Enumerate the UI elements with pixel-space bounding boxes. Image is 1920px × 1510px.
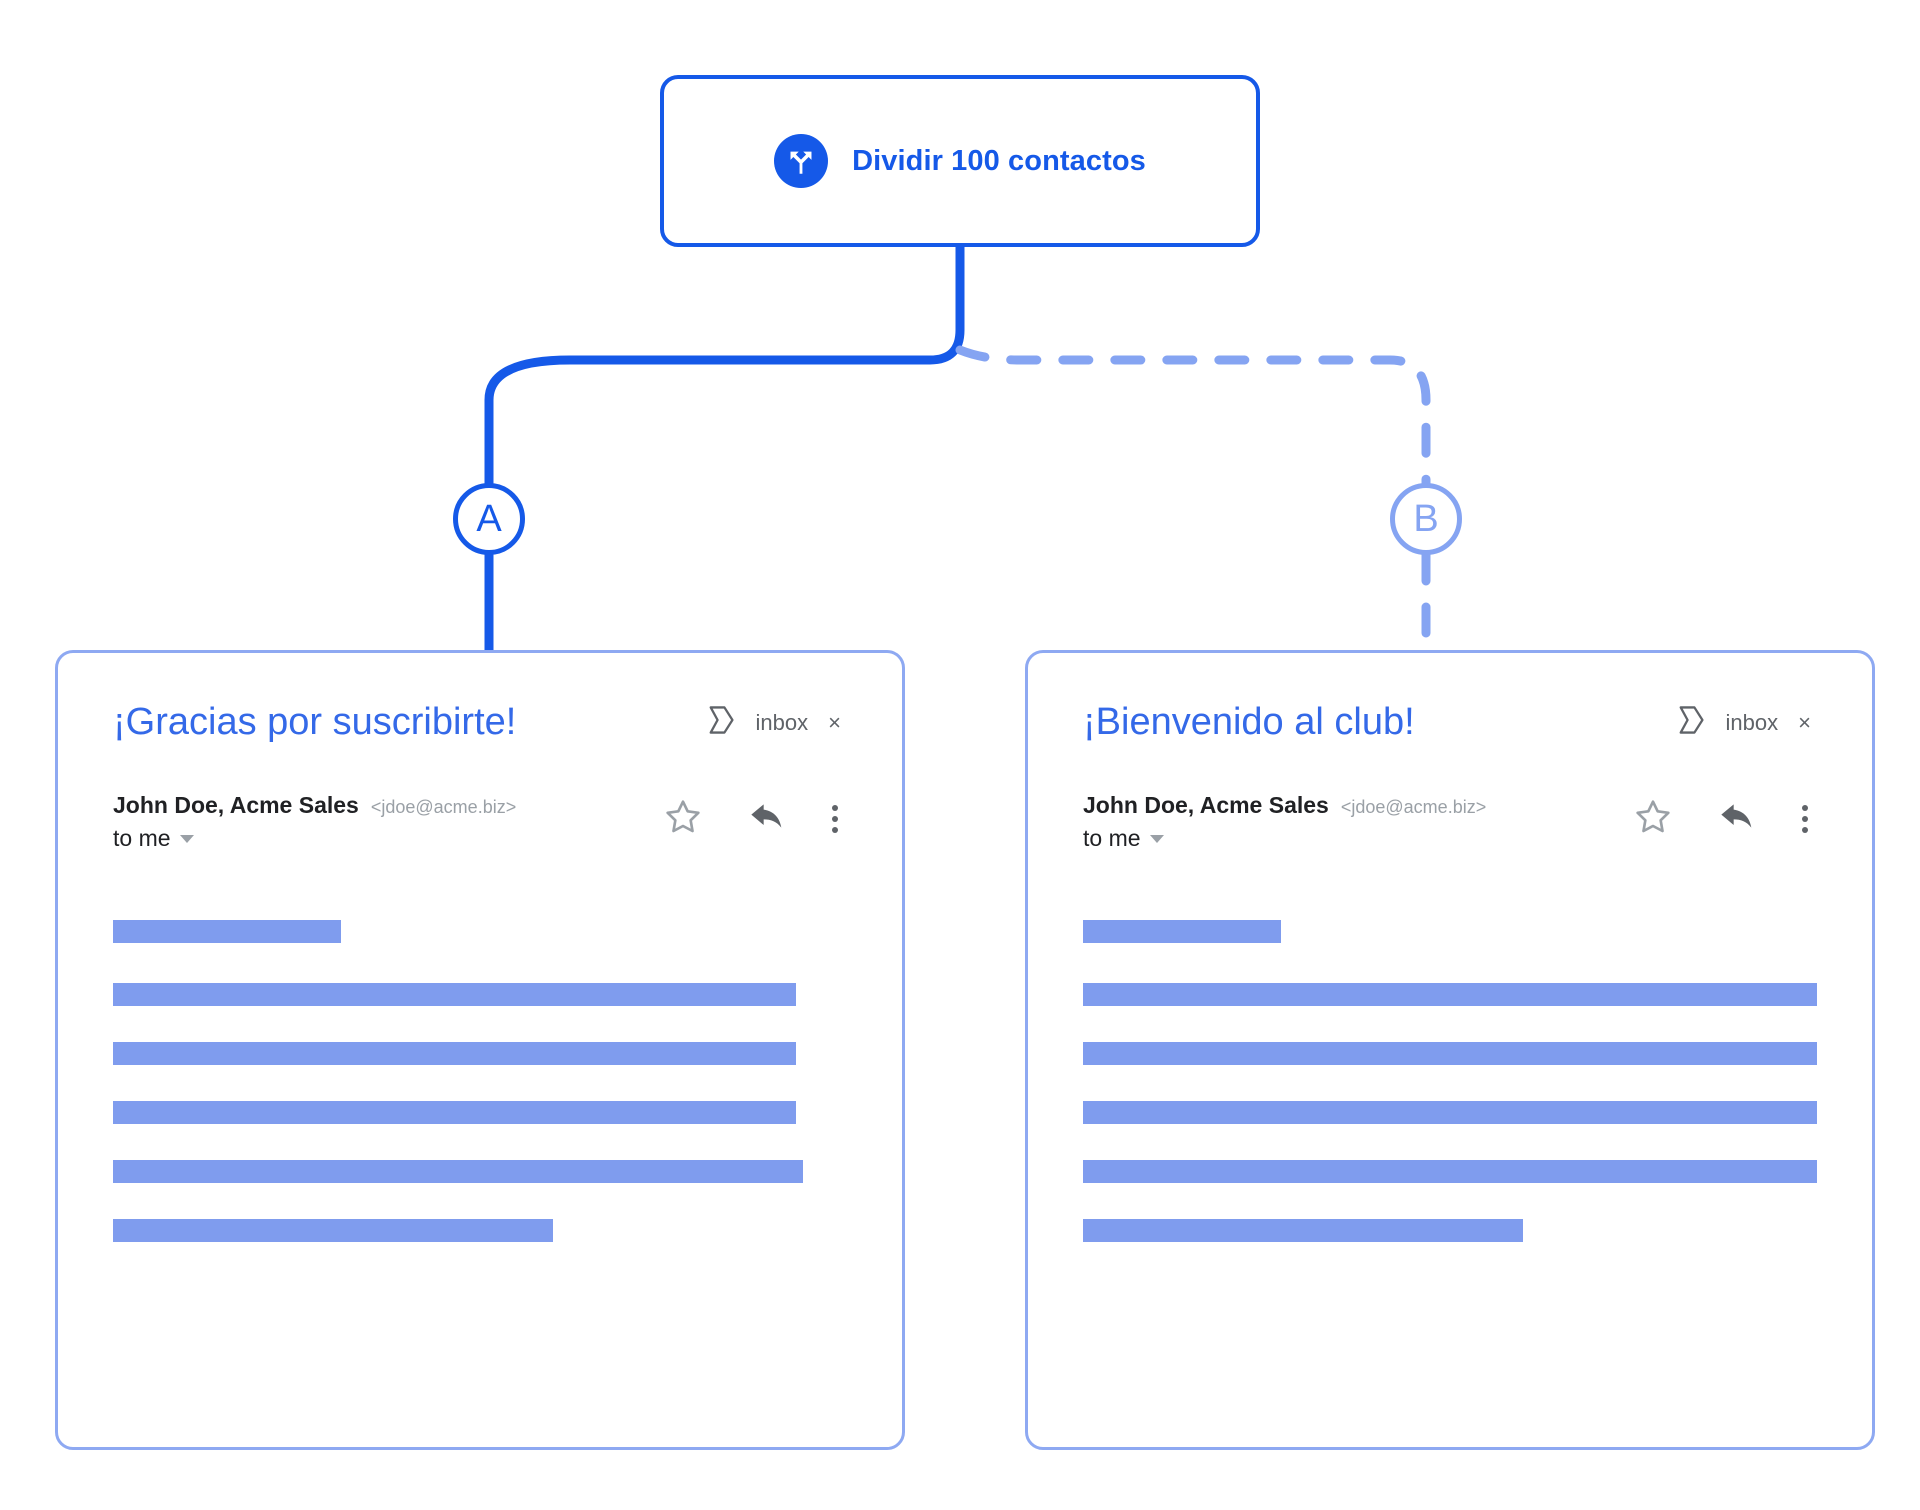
body-bar bbox=[1083, 920, 1282, 943]
card-header-row: ¡Bienvenido al club! inbox × bbox=[1083, 701, 1817, 744]
sender-name: John Doe, Acme Sales bbox=[1083, 792, 1329, 818]
body-bar bbox=[1083, 1219, 1524, 1242]
branch-badge-a[interactable]: A bbox=[453, 483, 525, 555]
sender-email: <jdoe@acme.biz> bbox=[370, 797, 517, 817]
sender-email: <jdoe@acme.biz> bbox=[1340, 797, 1487, 817]
body-bar bbox=[113, 1160, 803, 1183]
recipient-label: to me bbox=[1083, 825, 1141, 851]
split-node-label: Dividir 100 contactos bbox=[852, 144, 1146, 177]
email-card-b[interactable]: ¡Bienvenido al club! inbox × John Doe, A… bbox=[1025, 650, 1875, 1450]
sender-row: John Doe, Acme Sales <jdoe@acme.biz> to … bbox=[1083, 792, 1817, 852]
email-body-placeholder-a bbox=[113, 920, 847, 1242]
inbox-label-group[interactable]: inbox × bbox=[706, 704, 847, 741]
chevron-down-icon[interactable] bbox=[179, 834, 194, 843]
inbox-label-icon bbox=[706, 704, 736, 741]
body-bar bbox=[1083, 1101, 1817, 1124]
inbox-label-text: inbox bbox=[1725, 709, 1779, 735]
branch-badge-b[interactable]: B bbox=[1390, 483, 1462, 555]
body-bar bbox=[113, 920, 341, 943]
email-body-placeholder-b bbox=[1083, 920, 1817, 1242]
reply-icon[interactable] bbox=[1717, 796, 1757, 841]
chevron-down-icon[interactable] bbox=[1149, 834, 1164, 843]
split-branch-icon bbox=[774, 134, 829, 188]
card-header-row: ¡Gracias por suscribirte! inbox × bbox=[113, 701, 847, 744]
inbox-label-group[interactable]: inbox × bbox=[1676, 704, 1817, 741]
body-bar bbox=[1083, 983, 1817, 1006]
sender-row: John Doe, Acme Sales <jdoe@acme.biz> to … bbox=[113, 792, 847, 852]
recipient-row[interactable]: to me bbox=[1083, 825, 1486, 852]
message-actions bbox=[1633, 792, 1817, 841]
body-bar bbox=[113, 1101, 796, 1124]
recipient-row[interactable]: to me bbox=[113, 825, 516, 852]
inbox-label-icon bbox=[1676, 704, 1706, 741]
recipient-label: to me bbox=[113, 825, 171, 851]
sender-line: John Doe, Acme Sales <jdoe@acme.biz> bbox=[113, 792, 516, 819]
body-bar bbox=[113, 1042, 796, 1065]
email-subject: ¡Gracias por suscribirte! bbox=[113, 701, 517, 743]
connector-branch-b bbox=[955, 345, 1431, 488]
message-actions bbox=[663, 792, 847, 841]
body-bar bbox=[113, 1219, 554, 1242]
body-bar bbox=[1083, 1160, 1817, 1183]
star-icon[interactable] bbox=[1633, 796, 1673, 841]
sender-name: John Doe, Acme Sales bbox=[113, 792, 359, 818]
inbox-label-text: inbox bbox=[755, 709, 809, 735]
split-node[interactable]: Dividir 100 contactos bbox=[660, 75, 1260, 247]
more-options-icon[interactable] bbox=[831, 804, 839, 833]
sender-block: John Doe, Acme Sales <jdoe@acme.biz> to … bbox=[113, 792, 516, 852]
connector-branch-a bbox=[484, 242, 965, 488]
close-icon[interactable]: × bbox=[828, 709, 841, 735]
branch-badge-a-label: A bbox=[476, 498, 502, 540]
star-icon[interactable] bbox=[663, 796, 703, 841]
reply-icon[interactable] bbox=[747, 796, 787, 841]
email-subject: ¡Bienvenido al club! bbox=[1083, 701, 1415, 743]
email-card-a[interactable]: ¡Gracias por suscribirte! inbox × John D… bbox=[55, 650, 905, 1450]
close-icon[interactable]: × bbox=[1798, 709, 1811, 735]
body-bar bbox=[113, 983, 796, 1006]
more-options-icon[interactable] bbox=[1801, 804, 1809, 833]
sender-line: John Doe, Acme Sales <jdoe@acme.biz> bbox=[1083, 792, 1486, 819]
body-bar bbox=[1083, 1042, 1817, 1065]
sender-block: John Doe, Acme Sales <jdoe@acme.biz> to … bbox=[1083, 792, 1486, 852]
branch-badge-b-label: B bbox=[1413, 498, 1439, 540]
